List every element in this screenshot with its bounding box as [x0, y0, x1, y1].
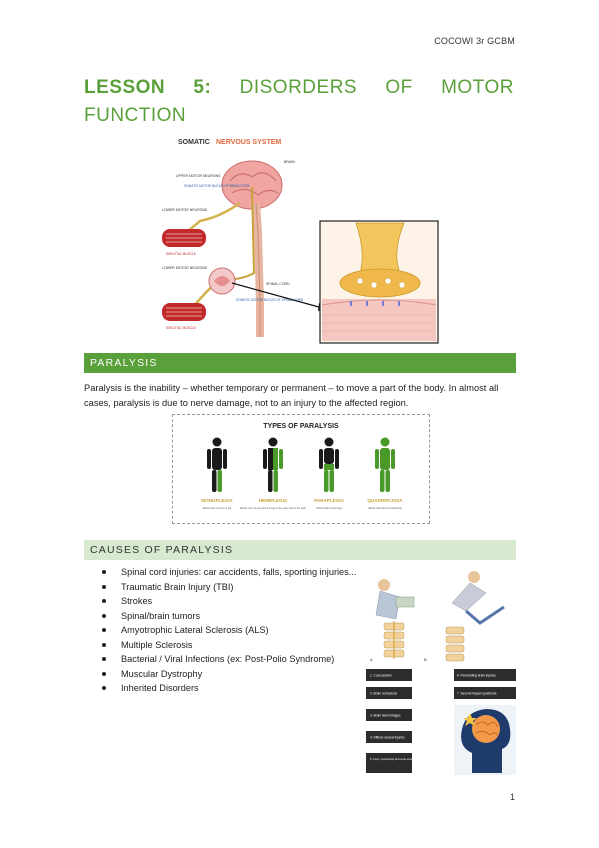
zoom-arrow	[231, 282, 327, 310]
type-name-quadriplegia: QUADRIPLEGIA	[367, 498, 403, 503]
list-item: Multiple Sclerosis	[100, 638, 362, 653]
tbi-card-6-label: 6. Penetrating brain injuries	[457, 674, 496, 678]
fig1-title-part2: NERVOUS SYSTEM	[216, 139, 281, 146]
title-line-2: FUNCTION	[84, 105, 187, 126]
section-heading-paralysis: PARALYSIS	[84, 353, 516, 373]
paralysis-description: Paralysis is the inability – whether tem…	[84, 383, 499, 408]
fig1-title-part1: SOMATIC	[178, 139, 210, 146]
tbi-card-5-label: 5. Coup, contrecoup and coup-contrecoup …	[370, 757, 437, 761]
spinal-injury-illustration: A B	[366, 563, 516, 663]
tbi-card-3	[366, 709, 412, 721]
tbi-card-4-label: 4. Diffuse axonal injuries	[370, 736, 405, 740]
label-brain: BRAIN	[284, 160, 295, 164]
label-lower-motor-2: LOWER MOTOR NEURONS	[162, 266, 208, 270]
types-figure-title: TYPES OF PARALYSIS	[263, 423, 339, 430]
lesson-word: LESSON	[84, 77, 166, 98]
injury-causes-figure: A B 1. Concussions 6. Penetrating brain …	[366, 563, 516, 775]
tbi-card-7	[454, 687, 516, 699]
page-number: 1	[509, 792, 515, 802]
type-desc-hemiplegia: Affects only one arm and one leg on the …	[240, 507, 307, 510]
label-upper-motor: UPPER MOTOR NEURONS	[176, 174, 221, 178]
type-name-paraplegia: PARAPLEGIA	[314, 498, 344, 503]
panel-label-a: A	[370, 657, 373, 662]
label-spinal-cord: SPINAL CORD	[266, 282, 290, 286]
label-lower-motor-1: LOWER MOTOR NEURONS	[162, 208, 208, 212]
tbi-card-3-label: 3. Brain hemorrhages	[370, 714, 401, 718]
label-somatic-motor-brain: SOMATIC MOTOR NUCLEI OF BRAIN STEM	[184, 184, 250, 188]
types-of-paralysis-figure: TYPES OF PARALYSIS MONOPL	[172, 414, 430, 524]
title-word-disorders: DISORDERS	[239, 77, 358, 98]
list-item: Amyotrophic Lateral Sclerosis (ALS)	[100, 623, 362, 638]
paraplegia-silhouette	[319, 437, 339, 492]
list-item: Traumatic Brain Injury (TBI)	[100, 580, 362, 595]
causes-list: Spinal cord injuries: car accidents, fal…	[100, 565, 362, 696]
type-name-hemiplegia: HEMIPLEGIA	[259, 498, 288, 503]
list-item: Bacterial / Viral Infections (ex: Post-P…	[100, 652, 362, 667]
lesson-title: LESSON 5: DISORDERS OF MOTOR FUNCTION	[84, 74, 514, 130]
monoplegia-silhouette	[207, 437, 227, 492]
quadriplegia-silhouette	[375, 437, 395, 492]
neuromuscular-junction-inset	[319, 220, 439, 344]
tbi-card-4	[366, 731, 412, 743]
label-skeletal-1: SKELETAL MUSCLE	[166, 252, 196, 256]
tbi-card-5	[366, 753, 412, 773]
tbi-card-7-label: 7. Second impact syndrome	[457, 692, 497, 696]
skeletal-muscle-2	[162, 303, 206, 321]
panel-label-b: B	[424, 657, 427, 662]
title-word-motor: MOTOR	[441, 77, 514, 98]
list-item: Spinal cord injuries: car accidents, fal…	[100, 565, 362, 580]
tbi-card-1	[366, 669, 412, 681]
tbi-card-2-label: 2. Brain contusions	[370, 692, 398, 696]
document-header-code: COCOWI 3r GCBM	[434, 36, 515, 46]
type-desc-paraplegia: Affects both of your legs	[316, 507, 342, 510]
type-desc-quadriplegia: Affects both arms and both legs	[368, 507, 402, 510]
tbi-card-6	[454, 669, 516, 681]
brain-head-icon	[454, 705, 516, 775]
list-item: Muscular Dystrophy	[100, 667, 362, 682]
lesson-number: 5:	[193, 77, 212, 98]
title-word-of: OF	[385, 77, 413, 98]
hemiplegia-silhouette	[263, 437, 283, 492]
type-name-monoplegia: MONOPLEGIA	[201, 498, 233, 503]
list-item: Strokes	[100, 594, 362, 609]
label-somatic-motor-spinal: SOMATIC MOTOR NUCLEI OF SPINAL CORD	[236, 298, 304, 302]
somatic-nervous-system-figure: SOMATIC NERVOUS SYSTEM BRAIN UPPER MOTOR…	[162, 139, 439, 344]
tbi-card-2	[366, 687, 412, 699]
skeletal-muscle-1	[162, 229, 206, 247]
label-skeletal-2: SKELETAL MUSCLE	[166, 326, 196, 330]
list-item: Spinal/brain tumors	[100, 609, 362, 624]
lower-motor-neuron-line-1	[187, 201, 241, 232]
type-desc-monoplegia: Affects only one arm or leg	[203, 507, 232, 510]
section-heading-causes: CAUSES OF PARALYSIS	[84, 540, 516, 560]
tbi-card-1-label: 1. Concussions	[370, 674, 392, 678]
list-item: Inherited Disorders	[100, 681, 362, 696]
